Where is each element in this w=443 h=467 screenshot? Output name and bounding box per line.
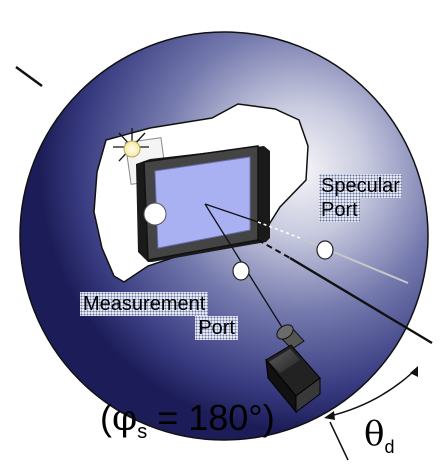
- specular-axis-line-inner: [204, 203, 259, 223]
- measurement-port-label-line2: Port: [195, 316, 238, 340]
- specular-port-hole: [316, 240, 334, 260]
- light-port-left: [143, 202, 167, 226]
- phi-angle-label: (φs = 180°): [100, 396, 275, 454]
- theta-angle-label: θd: [364, 414, 395, 467]
- specular-port-label: Specular Port: [319, 174, 409, 222]
- measurement-port-label-line1: Measurement: [80, 292, 209, 316]
- specular-axis-dotted: [257, 221, 301, 239]
- phi-subscript: s: [137, 421, 148, 444]
- specular-port-label-line1: Specular: [319, 174, 402, 198]
- lamp-icon: [123, 140, 141, 158]
- phi-symbol: φ: [112, 398, 138, 439]
- theta-subscript: d: [384, 436, 395, 457]
- theta-arrow-end: [410, 366, 418, 377]
- camera-icon: [265, 324, 321, 414]
- measurement-port-hole: [232, 261, 250, 281]
- detector-axis-line: [329, 421, 349, 461]
- theta-symbol: θ: [364, 414, 385, 454]
- theta-angle-arc: [329, 371, 414, 417]
- phi-value: = 180°): [147, 397, 275, 438]
- normal-axis-dashed: [257, 239, 291, 259]
- normal-axis-line: [289, 256, 433, 345]
- measurement-port-label: Measurement Port: [80, 292, 240, 340]
- specular-port-label-line2: Port: [319, 198, 360, 222]
- phi-open-paren: (: [100, 397, 112, 438]
- theta-arrow-start: [324, 411, 335, 420]
- normal-axis-line-outer: [15, 65, 43, 88]
